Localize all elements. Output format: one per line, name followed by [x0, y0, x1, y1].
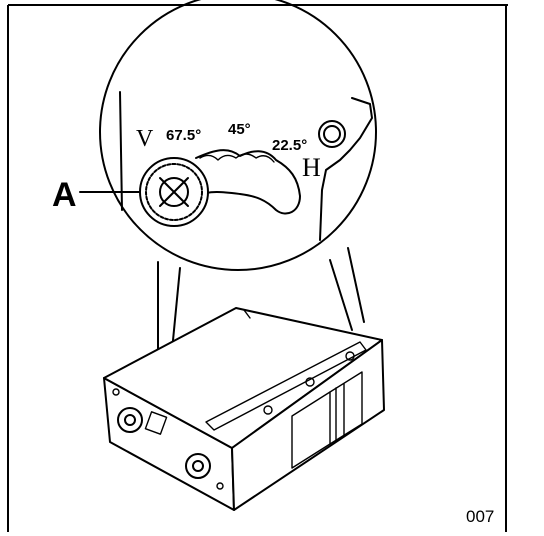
label-45: 45°: [228, 121, 251, 138]
callout-a: A: [52, 176, 141, 214]
frame: [7, 4, 508, 532]
magnifier-circle: [99, 0, 377, 393]
device-body: [103, 307, 385, 511]
figure-id: 007: [466, 507, 494, 526]
locking-knob: [318, 120, 346, 148]
label-67-5: 67.5°: [166, 127, 201, 144]
label-22-5: 22.5°: [272, 137, 307, 154]
adjustment-slot: [119, 91, 373, 241]
label-horizontal: H: [302, 153, 321, 182]
angle-scale: V 67.5° 45° 22.5° H: [136, 121, 321, 182]
adjustment-screw: [139, 157, 209, 227]
label-vertical: V: [136, 126, 154, 152]
callout-label: A: [52, 176, 77, 214]
